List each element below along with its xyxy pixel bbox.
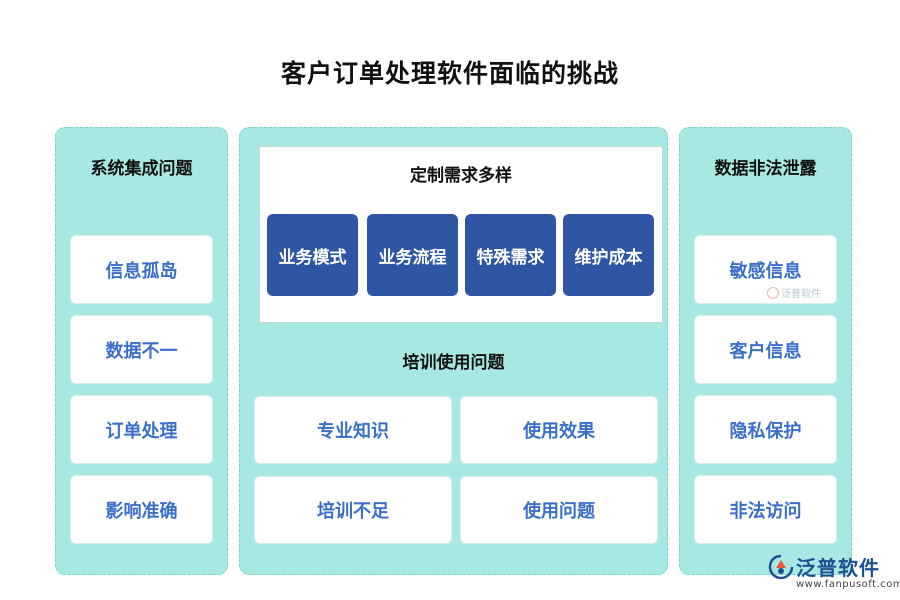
left-item-1: 信息孤岛 <box>70 235 213 304</box>
brand-name: 泛普软件 <box>796 556 880 580</box>
custom-item-2: 业务流程 <box>367 214 458 296</box>
fanpu-logo-icon <box>768 554 794 580</box>
watermark: 泛普软件 <box>767 285 821 300</box>
right-item-4: 非法访问 <box>694 475 837 544</box>
custom-item-4: 维护成本 <box>563 214 654 296</box>
diagram-title: 客户订单处理软件面临的挑战 <box>280 59 619 88</box>
brand-logo: 泛普软件 www.fanpusoft.com <box>768 552 900 596</box>
right-item-3: 隐私保护 <box>694 395 837 464</box>
custom-needs-box: 定制需求多样 业务模式 业务流程 特殊需求 维护成本 <box>259 146 663 323</box>
center-panel: 定制需求多样 业务模式 业务流程 特殊需求 维护成本 培训使用问题 专业知识 使… <box>239 127 668 575</box>
right-item-1: 敏感信息 <box>694 235 837 304</box>
left-item-3: 订单处理 <box>70 395 213 464</box>
training-title: 培训使用问题 <box>402 353 505 373</box>
training-item-2: 使用效果 <box>460 396 658 464</box>
fanpu-logo-icon <box>767 286 779 299</box>
custom-needs-title: 定制需求多样 <box>410 166 512 186</box>
brand-url: www.fanpusoft.com <box>796 579 900 590</box>
watermark-text: 泛普软件 <box>781 289 821 300</box>
right-panel-title: 数据非法泄露 <box>714 159 817 179</box>
left-item-4: 影响准确 <box>70 475 213 544</box>
right-item-2: 客户信息 <box>694 315 837 384</box>
training-item-3: 培训不足 <box>254 476 452 544</box>
left-item-2: 数据不一 <box>70 315 213 384</box>
custom-item-3: 特殊需求 <box>465 214 556 296</box>
right-panel: 数据非法泄露 敏感信息 客户信息 隐私保护 非法访问 <box>679 127 852 575</box>
custom-item-1: 业务模式 <box>267 214 358 296</box>
training-item-1: 专业知识 <box>254 396 452 464</box>
training-item-4: 使用问题 <box>460 476 658 544</box>
left-panel: 系统集成问题 信息孤岛 数据不一 订单处理 影响准确 <box>55 127 228 575</box>
left-panel-title: 系统集成问题 <box>90 159 193 179</box>
